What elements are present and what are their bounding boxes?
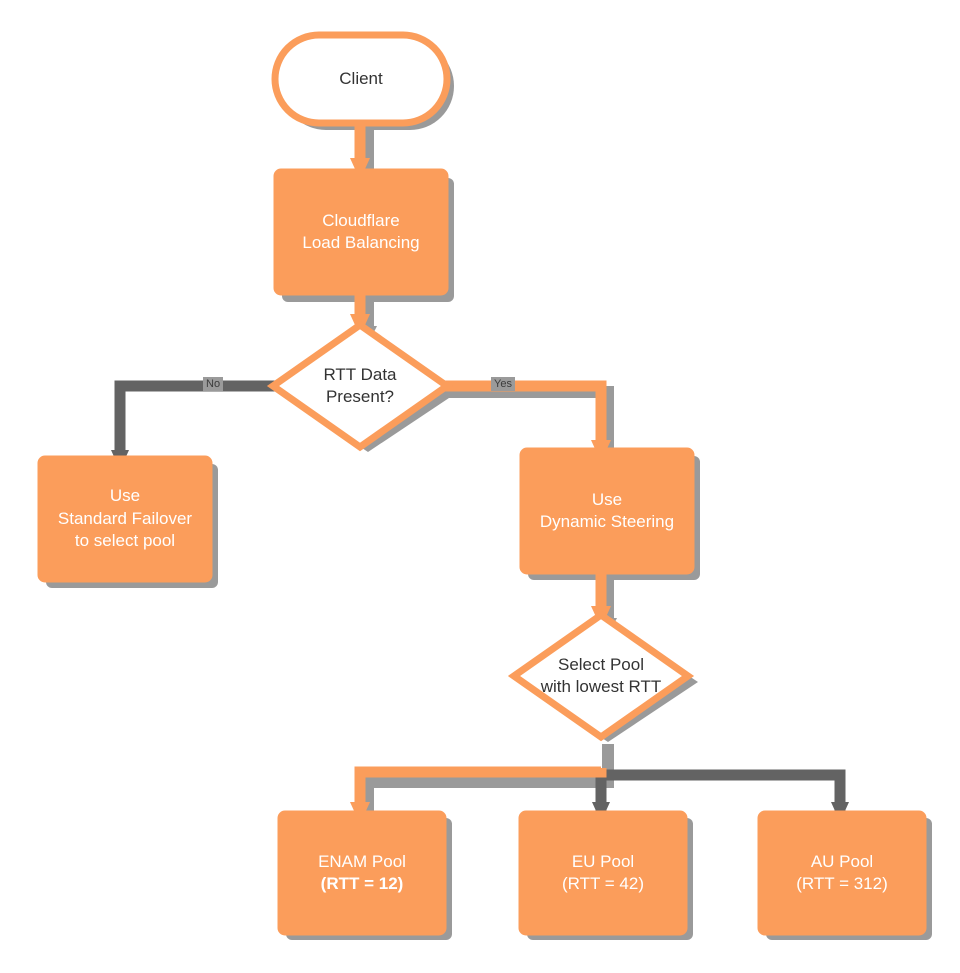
node-failover-shape xyxy=(37,455,213,583)
node-rtt-shape xyxy=(266,320,454,452)
node-select-shape xyxy=(507,610,695,742)
node-clb-shape xyxy=(273,168,449,296)
edge-select-enam xyxy=(354,766,607,812)
node-au-shape xyxy=(757,810,927,936)
node-client-shape xyxy=(271,31,451,127)
node-dynamic-shape xyxy=(519,447,695,575)
edge-label-yes: Yes xyxy=(491,377,515,392)
node-eu-shape xyxy=(518,810,688,936)
edge-label-no: No xyxy=(203,377,224,392)
node-enam-shape xyxy=(277,810,447,936)
edge-rtt-failover xyxy=(114,380,284,458)
edge-select-au xyxy=(601,769,846,812)
